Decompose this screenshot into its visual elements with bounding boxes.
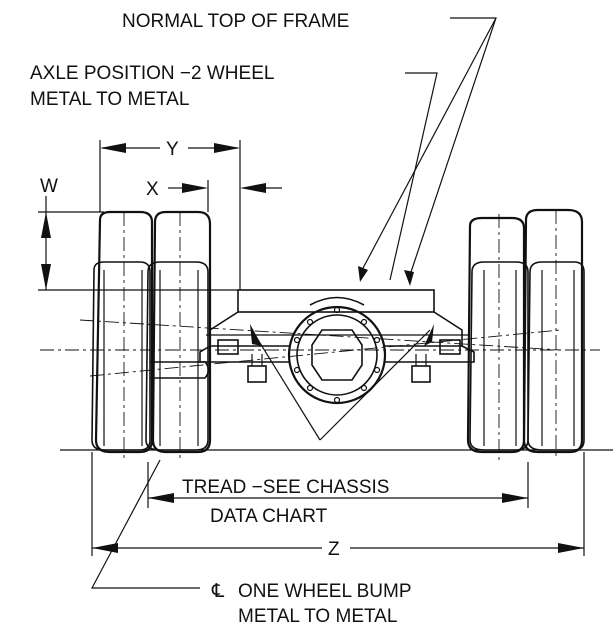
axle-position-label-line2: METAL TO METAL xyxy=(30,89,189,110)
left-outer-tire xyxy=(91,210,154,460)
centerline-symbol: ℄ xyxy=(211,581,225,602)
bump-tilt-line xyxy=(79,319,561,351)
differential xyxy=(287,296,387,405)
left-inner-tire xyxy=(145,210,212,460)
dimension-w xyxy=(38,196,238,291)
dimension-z-label: Z xyxy=(328,539,340,560)
dimension-x xyxy=(168,180,282,212)
axle-position-leader xyxy=(389,72,438,281)
right-spring-seat xyxy=(411,339,461,383)
right-outer-tire xyxy=(522,208,585,460)
bump-tilt-line-2 xyxy=(89,329,561,377)
dimension-y-label: Y xyxy=(166,139,179,160)
normal-top-of-frame-label: NORMAL TOP OF FRAME xyxy=(122,11,349,32)
right-inner-tire xyxy=(466,214,529,460)
one-wheel-bump-label-line1: ONE WHEEL BUMP xyxy=(238,581,412,602)
axle-housing xyxy=(199,289,475,363)
one-wheel-bump-label-line2: METAL TO METAL xyxy=(238,606,397,627)
left-brake-drum xyxy=(150,361,210,379)
tread-label-line2: DATA CHART xyxy=(210,506,328,527)
dimension-x-label: X xyxy=(146,179,159,200)
dimension-y xyxy=(99,140,241,290)
dimension-w-label: W xyxy=(40,176,58,197)
left-spring-seat xyxy=(217,339,267,383)
tread-label-line1: TREAD −SEE CHASSIS xyxy=(182,477,389,498)
dimension-tread xyxy=(147,462,529,508)
one-wheel-bump-leader xyxy=(91,324,434,589)
normal-top-of-frame-leader xyxy=(358,17,497,286)
axle-position-label-line1: AXLE POSITION −2 WHEEL xyxy=(30,63,274,84)
